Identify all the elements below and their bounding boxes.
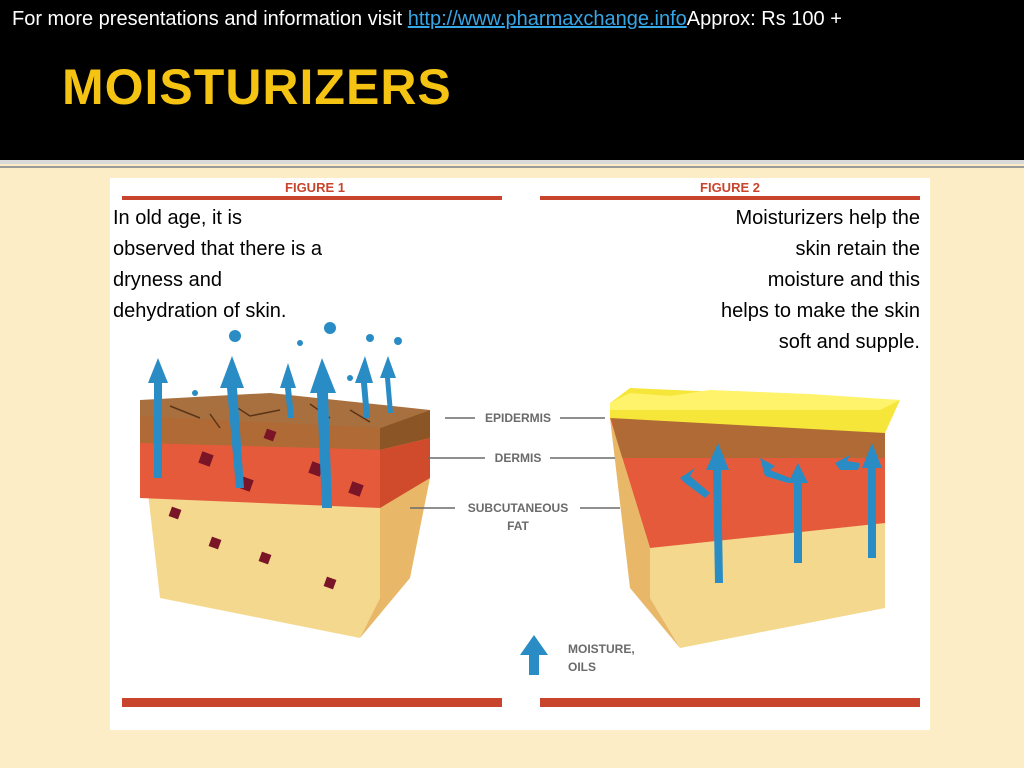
slide-title: MOISTURIZERS (62, 59, 452, 115)
dry-skin-block (140, 393, 430, 638)
skin-figure: FIGURE 1 FIGURE 2 (110, 178, 930, 730)
header-divider-thin (0, 166, 1024, 168)
fig2-rule (540, 196, 920, 200)
fig2-bottom-rule (540, 698, 920, 707)
label-subcutaneous: SUBCUTANEOUS (468, 501, 568, 515)
moisture-arrows-left (148, 322, 402, 508)
info-line: For more presentations and information v… (12, 8, 842, 31)
header-divider (0, 160, 1024, 164)
approx-text: Approx: Rs 100 + (686, 8, 842, 30)
moisturized-skin-block (610, 388, 900, 648)
pharmaxchange-link[interactable]: http://www.pharmaxchange.info (407, 8, 687, 30)
fig1-bottom-rule (122, 698, 502, 707)
moisturizer-text: Moisturizers help the skin retain the mo… (721, 207, 920, 353)
visit-text: For more presentations and information v… (12, 8, 408, 30)
legend-label-1: MOISTURE, (568, 642, 635, 656)
label-epidermis: EPIDERMIS (485, 411, 551, 425)
header-bar (0, 0, 1024, 160)
legend-label-2: OILS (568, 660, 596, 674)
fig2-label: FIGURE 2 (700, 180, 760, 195)
skin-diagram: FIGURE 1 FIGURE 2 (122, 180, 920, 707)
legend-arrow-icon (520, 635, 548, 675)
label-fat: FAT (507, 519, 529, 533)
moisture-arrows-right (680, 443, 882, 583)
fig1-rule (122, 196, 502, 200)
old-age-text: In old age, it is observed that there is… (113, 207, 323, 322)
label-dermis: DERMIS (495, 451, 542, 465)
fig1-label: FIGURE 1 (285, 180, 345, 195)
